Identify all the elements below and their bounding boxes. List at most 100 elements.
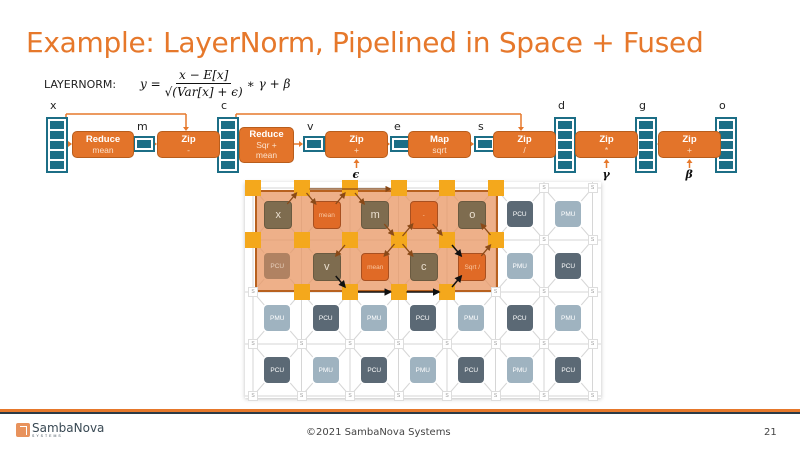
tensor-slot <box>221 131 235 139</box>
grid-cell-pcu: PCU <box>409 305 436 331</box>
switch: S <box>248 339 258 349</box>
tensor-label-o: o <box>719 99 726 112</box>
logo-text: SambaNova <box>32 421 105 435</box>
tensor-slot <box>221 121 235 129</box>
switch-active <box>439 180 455 196</box>
grid-cell-pmu: PMU <box>361 305 388 331</box>
tensor-label-e: e <box>394 120 401 133</box>
dataflow-arrow <box>286 192 298 205</box>
switch-active <box>293 232 310 248</box>
switch: S <box>442 339 452 349</box>
switch-active <box>293 180 310 196</box>
op-title: Reduce <box>85 133 121 145</box>
grid-cell-pcu: PCU <box>361 357 388 383</box>
tensor-g <box>635 117 657 173</box>
dataflow-arrow <box>402 243 414 257</box>
grid-cell-pmu: PMU <box>555 201 582 227</box>
op-input-arrowhead <box>603 159 610 163</box>
switch: S <box>393 339 404 349</box>
tensor-label-x: x <box>50 99 57 112</box>
switch: S <box>393 391 404 401</box>
op-input-symbol: β <box>685 168 693 181</box>
dataflow-arrow <box>480 223 491 236</box>
dataflow-arrow <box>335 275 346 289</box>
grid-dataflow <box>286 185 492 296</box>
tensor-slot <box>719 151 733 159</box>
flow-arrowhead <box>299 141 303 147</box>
tensor-slot <box>50 121 64 129</box>
tensor-slot <box>221 151 235 159</box>
dataflow-arrow <box>334 244 346 257</box>
grid-cell-pcu: PCU <box>312 305 339 331</box>
tensor-label-m: m <box>137 120 148 133</box>
op-5-zip: Zip/ <box>493 131 556 158</box>
switch: S <box>490 339 501 349</box>
formula-lhs: y = <box>140 76 161 91</box>
grid-cell-pcu: PCU <box>506 201 533 227</box>
tensor-slot <box>639 161 653 169</box>
op-title: Zip <box>599 133 614 145</box>
op-input-arrowhead <box>353 159 360 163</box>
switch: S <box>345 391 355 401</box>
dataflow-arrow <box>432 223 443 236</box>
slide-title: Example: LayerNorm, Pipelined in Space +… <box>26 26 704 59</box>
switch: S <box>539 339 549 349</box>
formula-numerator: x − E[x] <box>175 68 232 84</box>
scalar-m <box>133 136 155 152</box>
switch: S <box>539 287 549 297</box>
scalar-slot <box>478 140 492 148</box>
op-title: Zip <box>517 133 532 145</box>
grid-cell-pcu: PCU <box>555 357 582 383</box>
tensor-slot <box>558 161 572 169</box>
switch: S <box>248 391 258 401</box>
switch: S <box>442 391 452 401</box>
switch-active <box>245 180 261 196</box>
copyright: ©2021 SambaNova Systems <box>306 427 451 438</box>
switch-active <box>342 180 358 196</box>
switch-active <box>293 284 310 300</box>
flow-arrowhead <box>68 141 72 147</box>
tensor-slot <box>719 121 733 129</box>
switch: S <box>539 183 549 193</box>
grid-cell-mapped: v <box>312 253 341 281</box>
op-7-zip: Zip+ <box>658 131 721 158</box>
tensor-slot <box>639 131 653 139</box>
op-subtitle: - <box>187 144 190 155</box>
tensor-slot <box>221 161 235 169</box>
tensor-slot <box>719 141 733 149</box>
tensor-label-v: v <box>307 120 314 133</box>
tensor-slot <box>558 121 572 129</box>
formula-denominator: √(Var[x] + ϵ) <box>164 85 243 99</box>
switch-active <box>487 180 504 196</box>
op-title: Map <box>430 133 449 145</box>
formula-label: LAYERNORM: <box>44 78 117 91</box>
page-number: 21 <box>764 427 777 438</box>
grid-cell-pmu: PMU <box>264 305 291 331</box>
switch-active <box>342 232 358 248</box>
grid-cell-mapped: mean <box>312 201 341 229</box>
skip-x-arrowhead <box>183 127 189 131</box>
tensor-slot <box>719 131 733 139</box>
logo-mark-icon <box>16 423 30 437</box>
grid-cell-pcu: PCU <box>555 253 582 279</box>
grid-cell-mapped: m <box>361 201 390 229</box>
switch: S <box>539 235 549 245</box>
switch-active <box>245 232 261 248</box>
tensor-slot <box>50 141 64 149</box>
layernorm-formula: y = x − E[x] √(Var[x] + ϵ) ∗ γ + β <box>140 68 290 99</box>
switch-active <box>342 284 358 300</box>
op-subtitle: / <box>523 144 526 155</box>
grid-cell-pmu: PMU <box>555 305 582 331</box>
op-title: Zip <box>181 133 196 145</box>
op-subtitle: Sqr + mean <box>255 140 278 160</box>
switch: S <box>296 339 307 349</box>
switch-active <box>439 232 455 248</box>
dataflow-arrow <box>383 223 395 236</box>
tensor-slot <box>719 161 733 169</box>
formula-tail: ∗ γ + β <box>246 76 291 91</box>
switch: S <box>587 287 598 297</box>
tensor-label-d: d <box>558 99 565 112</box>
tensor-slot <box>221 141 235 149</box>
switch: S <box>587 235 598 245</box>
